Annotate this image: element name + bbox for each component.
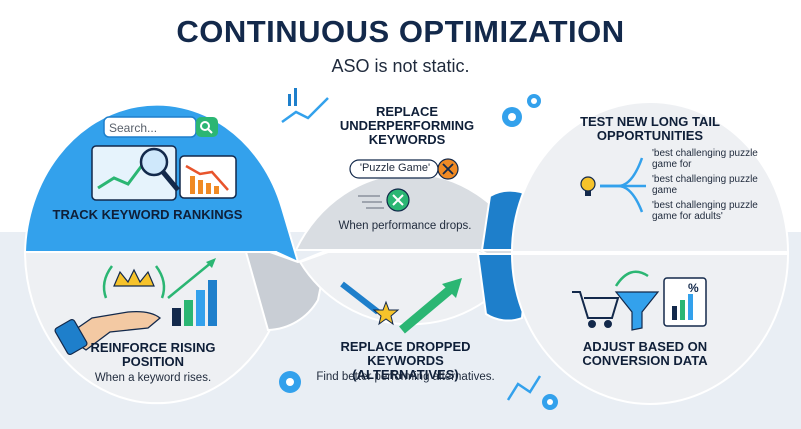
arrow-up-icon [399, 284, 455, 334]
falling-arrow [340, 281, 380, 315]
hand-icon [54, 310, 162, 355]
search-input[interactable]: Search... [109, 121, 158, 135]
gear-icon [542, 394, 558, 410]
search-button [196, 117, 218, 137]
line-chart-icon [281, 97, 329, 124]
long-tail-example: 'best challenging puzzle game for [652, 148, 758, 170]
bar-chart-icon [288, 88, 297, 106]
adjust-title: ADJUST BASED ON CONVERSION DATA [582, 339, 708, 368]
motion-lines [358, 195, 384, 209]
line-chart-icon [506, 375, 542, 401]
replace-dropped-title: REPLACE DROPPED KEYWORDS (ALTERNATIVES) [340, 339, 471, 382]
test-long-tail-panel [510, 101, 790, 253]
line-chart-icon [97, 159, 148, 190]
long-tail-example: 'best challenging puzzle game [652, 174, 758, 196]
replace-dropped-note: Find better performing alternatives. [316, 371, 495, 383]
cart-icon [572, 291, 620, 328]
page-title: CONTINUOUS OPTIMIZATION [176, 14, 625, 49]
search-icon [200, 121, 213, 134]
gear-icon [502, 107, 522, 127]
reinforce-note: When a keyword rises. [94, 372, 212, 384]
page-subtitle: ASO is not static. [331, 56, 470, 76]
track-title: TRACK KEYWORD RANKINGS [52, 207, 243, 222]
crown-icon [113, 268, 155, 287]
x-circle-icon [386, 188, 410, 212]
branch-arrows [600, 157, 646, 213]
funnel-icon [614, 291, 660, 331]
gear-icon [527, 94, 541, 108]
star-icon [372, 300, 400, 326]
x-circle-icon [437, 158, 459, 180]
reinforce-title: REINFORCE RISING POSITION [90, 340, 216, 369]
replace-underperforming-title: REPLACE UNDERPERFORMING KEYWORDS [339, 104, 475, 147]
replace-underperforming-note: When performance drops. [338, 220, 472, 232]
reinforce-panel [23, 251, 298, 405]
bar-chart-icon [672, 294, 693, 320]
percent-icon: % [688, 281, 699, 295]
gear-icon [279, 371, 301, 393]
test-long-tail-title: TEST NEW LONG TAIL OPPORTUNITIES [580, 114, 720, 143]
bar-chart-icon [172, 280, 217, 326]
bar-chart-icon [190, 176, 219, 194]
laurel-icon [102, 265, 166, 299]
curved-arrow [614, 270, 649, 287]
magnifier-icon [139, 147, 180, 192]
adjust-panel [510, 253, 790, 405]
long-tail-example: 'best challenging puzzle game for adults… [652, 200, 758, 222]
down-trend-icon [185, 164, 229, 191]
arrow-up-icon [167, 261, 213, 299]
keyword-pill-label: 'Puzzle Game' [359, 162, 431, 174]
lightbulb-icon [580, 176, 596, 196]
